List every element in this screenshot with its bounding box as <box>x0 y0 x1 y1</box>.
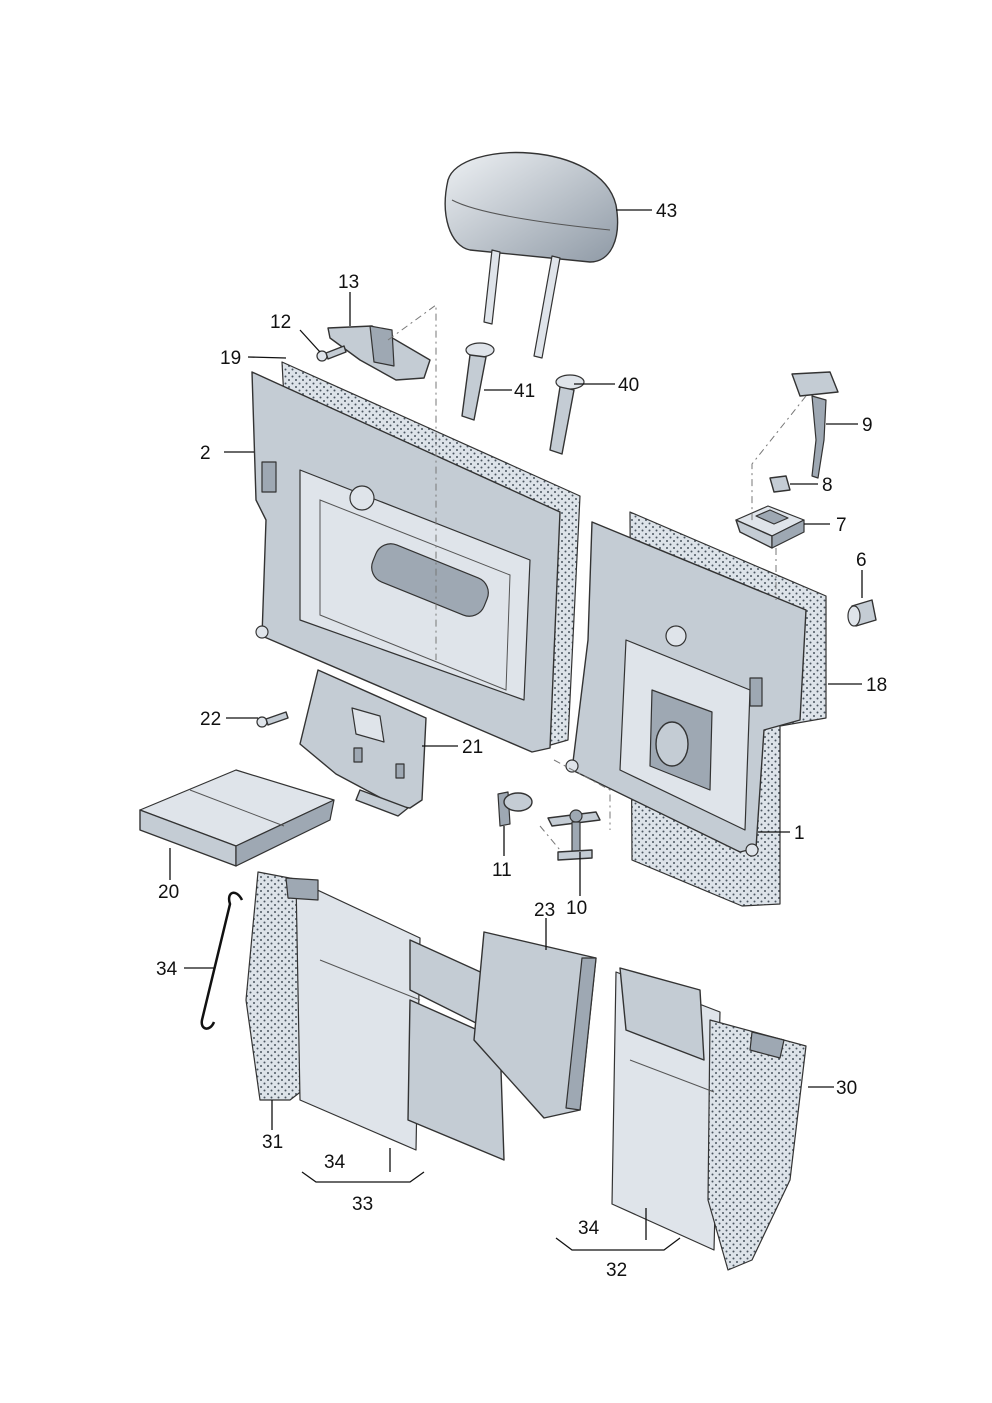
hinge-11 <box>497 791 533 827</box>
callout-8: 8 <box>822 475 833 496</box>
center-panel <box>473 931 597 1119</box>
hinge-10 <box>547 809 601 861</box>
headrest <box>444 151 619 359</box>
cushion <box>139 769 335 867</box>
callout-18: 18 <box>866 675 887 696</box>
callout-43: 43 <box>656 201 677 222</box>
right-backrest <box>565 511 827 907</box>
callout-19: 19 <box>220 348 241 369</box>
callout-34-wire: 34 <box>156 959 178 980</box>
callout-12: 12 <box>270 312 291 333</box>
screw-12 <box>316 345 347 362</box>
callout-33: 33 <box>352 1194 373 1215</box>
callout-22: 22 <box>200 709 221 730</box>
callout-23: 23 <box>534 900 555 921</box>
cover-plate <box>299 669 427 817</box>
callout-13: 13 <box>338 272 359 293</box>
callout-1: 1 <box>794 823 805 844</box>
headrest-guide-40 <box>549 374 585 455</box>
callout-34-left: 34 <box>324 1152 346 1173</box>
callout-6: 6 <box>856 550 867 571</box>
wire-34 <box>200 891 244 1030</box>
callout-20: 20 <box>158 882 179 903</box>
callout-11: 11 <box>492 860 512 881</box>
callout-32: 32 <box>606 1260 627 1281</box>
callout-21: 21 <box>462 737 483 758</box>
callout-labels: 43 13 12 19 41 40 9 2 8 7 6 18 22 21 1 1… <box>156 201 887 1281</box>
release-housing <box>735 505 805 549</box>
headrest-guide-41 <box>461 342 495 421</box>
clip-8 <box>769 475 791 493</box>
callout-10: 10 <box>566 898 587 919</box>
callout-34-right: 34 <box>578 1218 600 1239</box>
release-lever <box>791 371 839 479</box>
callout-9: 9 <box>862 415 873 436</box>
assembly-lines <box>387 304 807 851</box>
screw-22 <box>256 711 289 728</box>
cap-6 <box>847 599 877 627</box>
leader-lines <box>169 209 863 1251</box>
callout-40: 40 <box>618 375 639 396</box>
callout-30: 30 <box>836 1078 857 1099</box>
right-backrest-cover <box>611 967 807 1271</box>
callout-41: 41 <box>514 381 535 402</box>
callout-31: 31 <box>262 1132 283 1153</box>
bracket <box>327 325 431 381</box>
callout-2: 2 <box>200 443 211 464</box>
left-backrest <box>251 361 581 753</box>
callout-7: 7 <box>836 515 847 536</box>
